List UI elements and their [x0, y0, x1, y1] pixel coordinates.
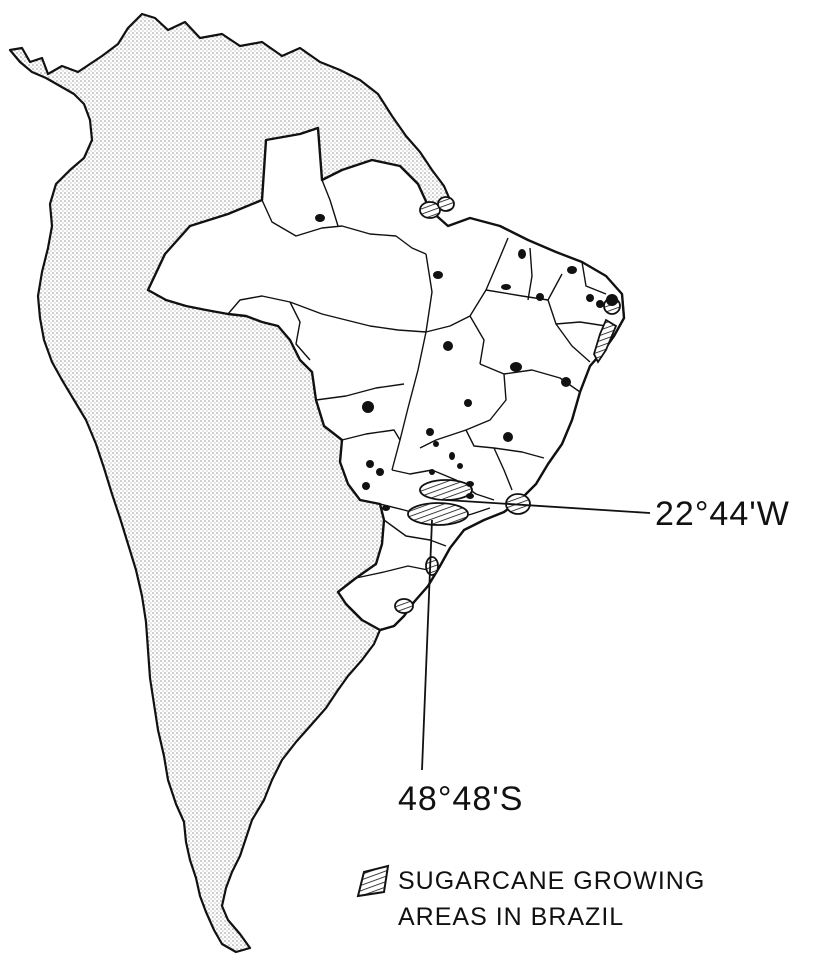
sugarcane-areas — [394, 196, 621, 614]
legend-text-line1: SUGARCANE GROWING — [398, 867, 706, 895]
longitude-label: 22°44'W — [655, 495, 790, 533]
hatched-area-icon — [356, 864, 390, 898]
legend-text-line2: AREAS IN BRAZIL — [398, 903, 625, 931]
coordinate-leaders — [421, 499, 651, 771]
latitude-label: 48°48'S — [398, 780, 524, 818]
sugarcane-dots — [315, 214, 618, 511]
